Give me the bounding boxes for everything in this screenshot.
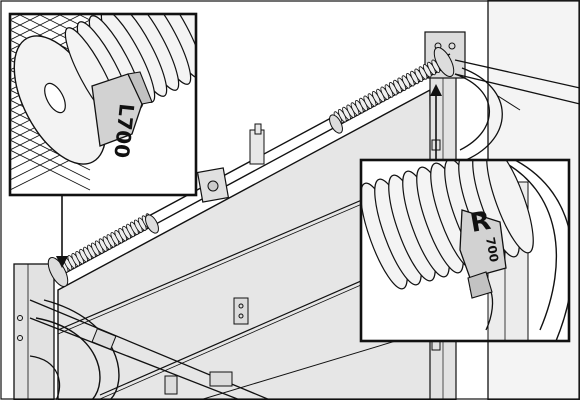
left-spring-tag: L700 [91,71,153,159]
left-spring-marking: L700 [109,102,139,159]
left-frame [13,263,271,400]
spring-right-on-shaft [333,57,445,125]
right-spring-inset: R 700 [359,158,571,343]
coil-turn [486,160,534,254]
pointer-arrow [56,84,442,268]
center-bearing-bracket [196,123,265,325]
right-track [454,59,580,161]
spring-cones [47,46,455,288]
right-spring-marking-number: 700 [483,236,501,263]
left-spring-inset: L700 [8,12,198,197]
